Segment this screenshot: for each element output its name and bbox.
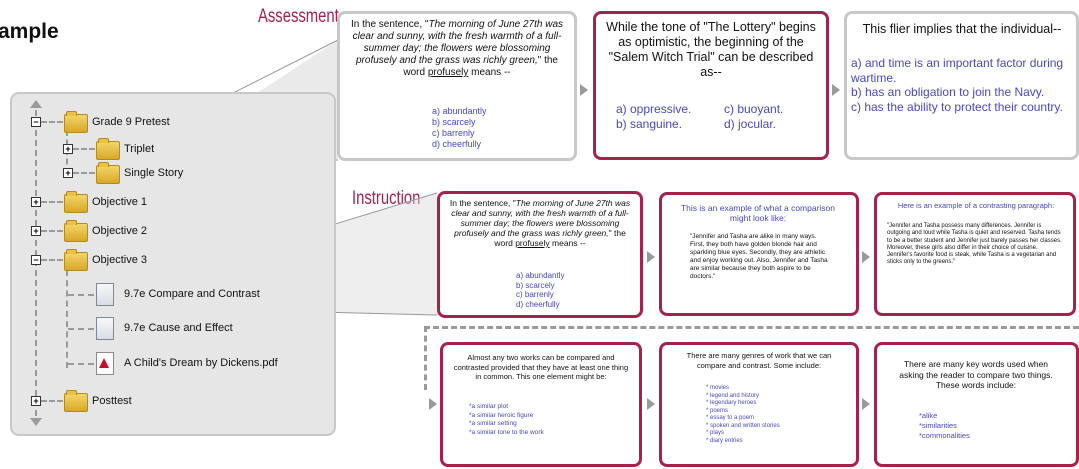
tree-connector xyxy=(41,230,63,232)
tree-item-objective-1[interactable]: Objective 1 xyxy=(92,196,148,208)
question-text: While the tone of "The Lottery" begins a… xyxy=(606,20,816,79)
instruction-card-1[interactable]: In the sentence, "The morning of June 27… xyxy=(437,191,643,318)
slide-heading: Here is an example of a contrasting para… xyxy=(897,201,1055,210)
question-text: In the sentence, "The morning of June 27… xyxy=(350,19,564,78)
folder-icon xyxy=(64,191,88,213)
tree-item-cause-effect[interactable]: 9.7e Cause and Effect xyxy=(124,322,233,334)
question-text: This flier implies that the individual-- xyxy=(862,22,1062,36)
expand-icon[interactable]: + xyxy=(63,168,73,178)
document-icon xyxy=(96,283,114,306)
scroll-down-icon[interactable] xyxy=(30,418,42,426)
tree-item-triplet[interactable]: Triplet xyxy=(124,143,155,155)
slide-list: * movies* legend and history* legendary … xyxy=(706,385,780,444)
tree-connector xyxy=(41,201,63,203)
tree-item-objective-3[interactable]: Objective 3 xyxy=(92,254,148,266)
folder-icon xyxy=(96,162,120,184)
tree-item-grade9-pretest[interactable]: Grade 9 Pretest xyxy=(92,116,170,128)
answer-options: a) and time is an important factor durin… xyxy=(851,56,1064,114)
folder-icon xyxy=(96,138,120,160)
tree-connector xyxy=(68,363,94,365)
answer-options: a) oppressive.c) buoyant. b) sanguine.d)… xyxy=(616,102,784,131)
tree-branch-line xyxy=(66,270,68,368)
slide-heading: This is an example of what a comparison … xyxy=(680,203,836,223)
next-arrow-icon xyxy=(647,398,655,410)
next-arrow-icon xyxy=(429,398,437,410)
tree-connector xyxy=(73,172,95,174)
slide-body: "Jennifer and Tasha possess many differe… xyxy=(887,223,1062,266)
next-arrow-icon xyxy=(580,84,588,96)
assessment-card-2[interactable]: While the tone of "The Lottery" begins a… xyxy=(593,11,829,160)
folder-icon xyxy=(64,111,88,133)
tree-item-compare-contrast[interactable]: 9.7e Compare and Contrast xyxy=(124,288,260,300)
expand-icon[interactable]: + xyxy=(31,396,41,406)
course-tree-panel xyxy=(10,92,336,436)
remediation-card-3[interactable]: There are many key words used when askin… xyxy=(874,342,1079,467)
tree-connector xyxy=(73,148,95,150)
slide-heading: Almost any two works can be compared and… xyxy=(453,353,629,381)
question-text: In the sentence, "The morning of June 27… xyxy=(449,198,631,248)
expand-icon[interactable]: + xyxy=(31,226,41,236)
tree-connector xyxy=(41,259,63,261)
slide-body: "Jennifer and Tasha are alike in many wa… xyxy=(690,233,828,280)
remediation-card-2[interactable]: There are many genres of work that we ca… xyxy=(659,342,859,467)
remediation-connector xyxy=(424,326,427,390)
tree-item-objective-2[interactable]: Objective 2 xyxy=(92,225,148,237)
next-arrow-icon xyxy=(862,251,870,263)
document-icon xyxy=(96,317,114,340)
assessment-label: Assessment xyxy=(258,6,339,27)
tree-connector xyxy=(68,294,94,296)
slide-list: *a similar plot*a similar heroic figure*… xyxy=(469,403,544,436)
expand-icon[interactable]: + xyxy=(31,197,41,207)
next-arrow-icon xyxy=(862,398,870,410)
expand-icon[interactable]: + xyxy=(63,144,73,154)
next-arrow-icon xyxy=(647,251,655,263)
next-arrow-icon xyxy=(832,84,840,96)
slide-heading: There are many genres of work that we ca… xyxy=(686,351,832,370)
scroll-up-icon[interactable] xyxy=(30,100,42,108)
tree-connector xyxy=(68,328,94,330)
tree-item-pdf[interactable]: A Child's Dream by Dickens.pdf xyxy=(124,357,278,369)
folder-icon xyxy=(64,390,88,412)
folder-icon xyxy=(64,220,88,242)
instruction-card-3[interactable]: Here is an example of a contrasting para… xyxy=(874,192,1076,316)
slide-heading: There are many key words used when askin… xyxy=(899,359,1053,390)
collapse-icon[interactable]: − xyxy=(31,117,41,127)
remediation-card-1[interactable]: Almost any two works can be compared and… xyxy=(440,342,642,467)
tree-item-single-story[interactable]: Single Story xyxy=(124,167,184,179)
slide-list: *alike*similarities*commonalities xyxy=(919,411,970,440)
tree-item-posttest[interactable]: Posttest xyxy=(92,395,132,407)
tree-connector xyxy=(41,121,63,123)
remediation-divider xyxy=(424,326,1079,329)
instruction-card-2[interactable]: This is an example of what a comparison … xyxy=(659,192,859,316)
assessment-card-1[interactable]: In the sentence, "The morning of June 27… xyxy=(337,11,577,161)
assessment-card-3[interactable]: This flier implies that the individual--… xyxy=(844,11,1079,160)
tree-connector xyxy=(41,400,63,402)
pdf-icon xyxy=(96,352,114,375)
folder-icon xyxy=(64,249,88,271)
collapse-icon[interactable]: − xyxy=(31,255,41,265)
page-title: ample xyxy=(0,20,59,43)
